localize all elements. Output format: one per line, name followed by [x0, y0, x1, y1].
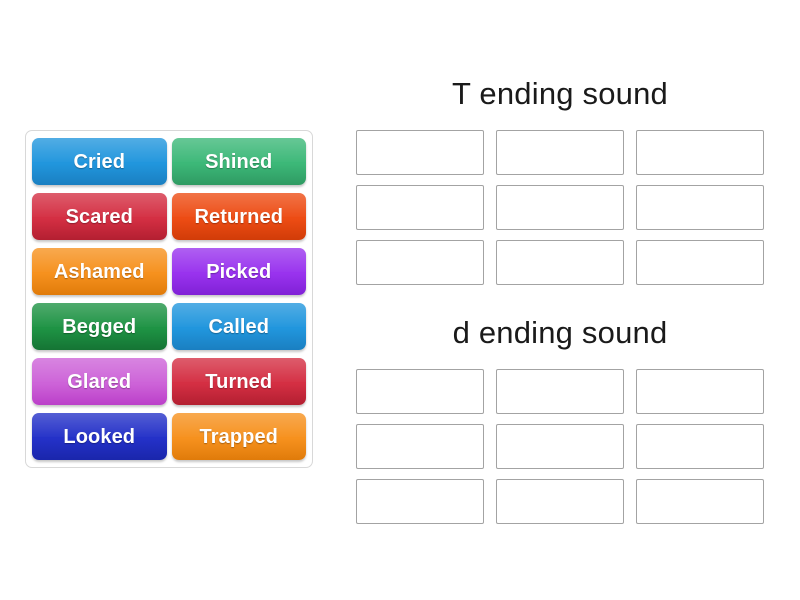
dropzone-d-ending[interactable] — [636, 479, 764, 524]
word-tile[interactable]: Ashamed — [32, 248, 167, 295]
word-tile[interactable]: Looked — [32, 413, 167, 460]
word-tile[interactable]: Returned — [171, 193, 306, 240]
word-tile[interactable]: Shined — [171, 138, 306, 185]
dropzone-d-ending[interactable] — [636, 424, 764, 469]
word-tile-label: Picked — [206, 260, 272, 283]
word-tile[interactable]: Turned — [171, 358, 306, 405]
word-tile-label: Returned — [194, 205, 284, 228]
word-tile-label: Cried — [73, 150, 126, 173]
dropzone-t-ending[interactable] — [496, 130, 624, 175]
word-tile-label: Scared — [65, 205, 133, 228]
word-tile-label: Shined — [205, 150, 273, 173]
dropzone-t-ending[interactable] — [496, 185, 624, 230]
group-heading-t-ending: T ending sound — [452, 76, 668, 111]
word-tile[interactable]: Trapped — [171, 413, 306, 460]
word-tile-label: Looked — [63, 425, 136, 448]
word-tile-label: Called — [208, 315, 270, 338]
word-tile[interactable]: Cried — [32, 138, 167, 185]
dropzone-t-ending[interactable] — [356, 185, 484, 230]
word-tile-label: Turned — [205, 370, 273, 393]
dropzone-d-ending[interactable] — [496, 479, 624, 524]
dropzone-d-ending[interactable] — [356, 479, 484, 524]
dropzone-t-ending[interactable] — [356, 240, 484, 285]
word-tile-label: Glared — [67, 370, 132, 393]
word-tile[interactable]: Scared — [32, 193, 167, 240]
dropzone-d-ending[interactable] — [636, 369, 764, 414]
dropzone-t-ending[interactable] — [636, 185, 764, 230]
word-tile-label: Begged — [62, 315, 137, 338]
dropzone-t-ending[interactable] — [356, 130, 484, 175]
word-tile[interactable]: Picked — [171, 248, 306, 295]
dropzone-d-ending[interactable] — [356, 369, 484, 414]
group-heading-d-ending: d ending sound — [452, 315, 668, 350]
dropzone-t-ending[interactable] — [636, 130, 764, 175]
word-tile[interactable]: Begged — [32, 303, 167, 350]
dropzone-grid-d-ending — [356, 369, 764, 524]
dropzone-d-ending[interactable] — [496, 369, 624, 414]
dropzone-d-ending[interactable] — [496, 424, 624, 469]
word-tile-label: Trapped — [199, 425, 278, 448]
dropzone-d-ending[interactable] — [356, 424, 484, 469]
dropzone-t-ending[interactable] — [636, 240, 764, 285]
dropzone-grid-t-ending — [356, 130, 764, 285]
word-tile[interactable]: Called — [171, 303, 306, 350]
word-tile-label: Ashamed — [53, 260, 145, 283]
dropzone-t-ending[interactable] — [496, 240, 624, 285]
word-tile[interactable]: Glared — [32, 358, 167, 405]
